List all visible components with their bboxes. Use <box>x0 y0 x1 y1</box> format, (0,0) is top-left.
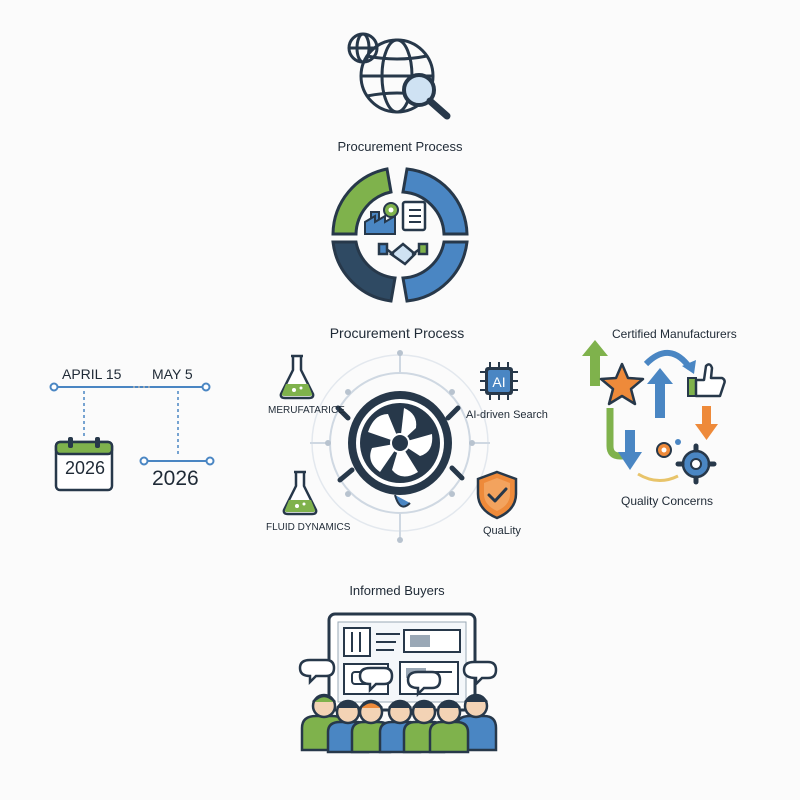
turbine-icon <box>335 391 465 508</box>
shield-check-icon <box>476 470 518 520</box>
procurement-cycle <box>331 167 469 303</box>
right-title: Certified Manufacturers <box>612 327 737 341</box>
star-icon <box>599 362 645 406</box>
cycle-segment-blue-top <box>401 167 469 236</box>
ai-chip-text: AI <box>492 374 505 390</box>
timeline-year: 2026 <box>152 467 199 490</box>
calendar-icon <box>54 437 114 492</box>
right-caption: Quality Concerns <box>621 494 714 508</box>
flask-icon <box>279 354 315 400</box>
arrow-up-icon <box>582 340 608 386</box>
timeline-lines <box>49 382 215 466</box>
node-label-quality: QuaLity <box>483 525 521 537</box>
node-label-fluid-dynamics: FLUID DYNAMICS <box>266 522 351 533</box>
arrow-down-icon <box>618 430 642 470</box>
gear-icon <box>656 439 717 485</box>
thumbs-up-icon <box>687 363 726 398</box>
calendar-year: 2026 <box>64 458 106 478</box>
people-icon <box>300 693 498 754</box>
factory-icon <box>364 211 396 235</box>
bottom-title: Informed Buyers <box>349 583 445 598</box>
ai-chip-icon: AI <box>480 362 518 400</box>
cycle-segment-blue-bottom <box>401 240 469 303</box>
center-title: Procurement Process <box>329 325 465 341</box>
handshake-icon <box>377 242 429 266</box>
globe-search-icon <box>347 32 451 120</box>
cycle-segment-green <box>331 167 393 236</box>
gear-icon <box>383 202 399 218</box>
certification-flow <box>582 340 726 485</box>
flask-icon <box>282 470 318 516</box>
timeline-date-1: APRIL 15 <box>62 366 122 382</box>
monitor-icon <box>327 612 477 712</box>
checklist-icon <box>401 200 427 232</box>
informed-buyers-illustration <box>298 612 498 754</box>
timeline-date-2: MAY 5 <box>152 366 193 382</box>
top-title: Procurement Process <box>337 139 463 154</box>
hub-diagram <box>310 350 490 543</box>
node-label-ai-search: AI-driven Search <box>466 409 548 421</box>
speech-bubble-icon <box>298 658 498 698</box>
cycle-segment-navy <box>331 240 397 303</box>
node-label-merufatarice: MERUFATARICE <box>268 405 345 416</box>
